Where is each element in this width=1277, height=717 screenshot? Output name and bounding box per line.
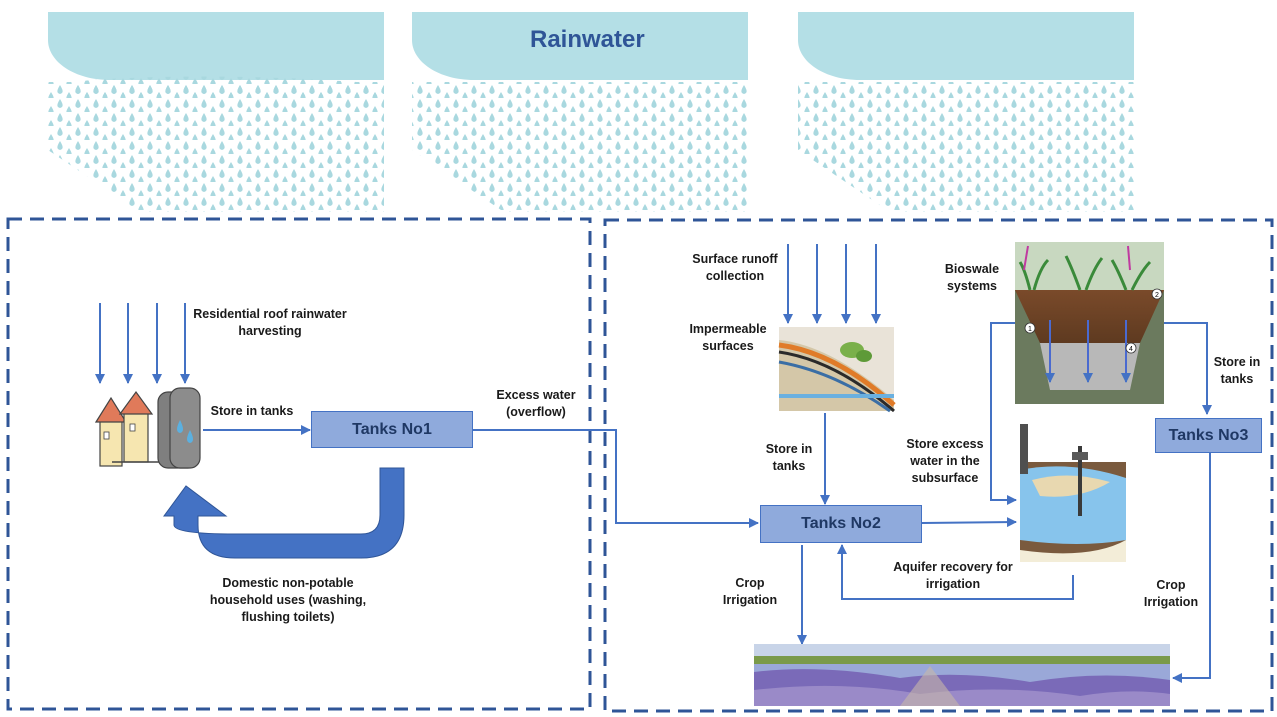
bioswale-callout-2: 2 bbox=[1155, 292, 1159, 299]
cloud-panel-center bbox=[412, 12, 748, 212]
crop-field-image bbox=[754, 644, 1170, 706]
label-crop-irrigation-1: Crop Irrigation bbox=[722, 576, 778, 607]
bioswale-callout-4: 4 bbox=[1129, 346, 1133, 353]
label-roof-harvesting: Residential roof rainwater harvesting bbox=[193, 307, 347, 338]
label-aquifer-recovery: Aquifer recovery for irrigation bbox=[893, 560, 1013, 591]
label-bioswale: Bioswale systems bbox=[944, 262, 1000, 293]
cloud-panel-left bbox=[48, 12, 384, 212]
diagram-title: Rainwater bbox=[530, 26, 645, 53]
arrow-aquifer-recovery bbox=[837, 544, 1074, 600]
label-excess-water: Excess water (overflow) bbox=[496, 388, 576, 419]
runoff-rain-arrows bbox=[783, 244, 881, 324]
arrow-tank2-to-subsurface bbox=[921, 517, 1017, 528]
label-store-tanks-2: Store in tanks bbox=[765, 442, 813, 473]
cloud-panel-right bbox=[798, 12, 1134, 212]
label-domestic-uses: Domestic non-potable household uses (was… bbox=[209, 576, 367, 624]
domestic-use-uturn-arrow bbox=[163, 467, 405, 559]
agricultural-zone-border bbox=[603, 218, 1274, 713]
bioswale-image: 1 2 4 bbox=[1015, 242, 1164, 404]
arrow-tank3-to-field bbox=[1172, 453, 1211, 683]
label-store-subsurface: Store excess water in the subsurface bbox=[906, 437, 984, 485]
aquifer-image bbox=[1020, 424, 1126, 562]
houses-illustration bbox=[94, 387, 201, 469]
label-store-tanks-1: Store in tanks bbox=[210, 404, 294, 418]
arrow-to-tank3 bbox=[1164, 322, 1212, 415]
bioswale-callout-1: 1 bbox=[1028, 326, 1032, 333]
residential-zone-border bbox=[6, 217, 592, 711]
label-store-tanks-3: Store in tanks bbox=[1213, 355, 1261, 386]
impermeable-surface-image bbox=[778, 327, 896, 413]
arrow-bioswale-to-subsurface bbox=[990, 322, 1017, 505]
label-crop-irrigation-2: Crop Irrigation bbox=[1143, 578, 1199, 609]
tank-no3: Tanks No3 bbox=[1155, 418, 1262, 453]
roof-rain-arrows bbox=[95, 303, 190, 384]
label-impermeable-surfaces: Impermeable surfaces bbox=[689, 322, 767, 353]
label-surface-runoff: Surface runoff collection bbox=[692, 252, 778, 283]
overflow-arrow bbox=[473, 429, 759, 528]
tank-no2: Tanks No2 bbox=[760, 505, 922, 543]
tank-no1: Tanks No1 bbox=[311, 411, 473, 448]
